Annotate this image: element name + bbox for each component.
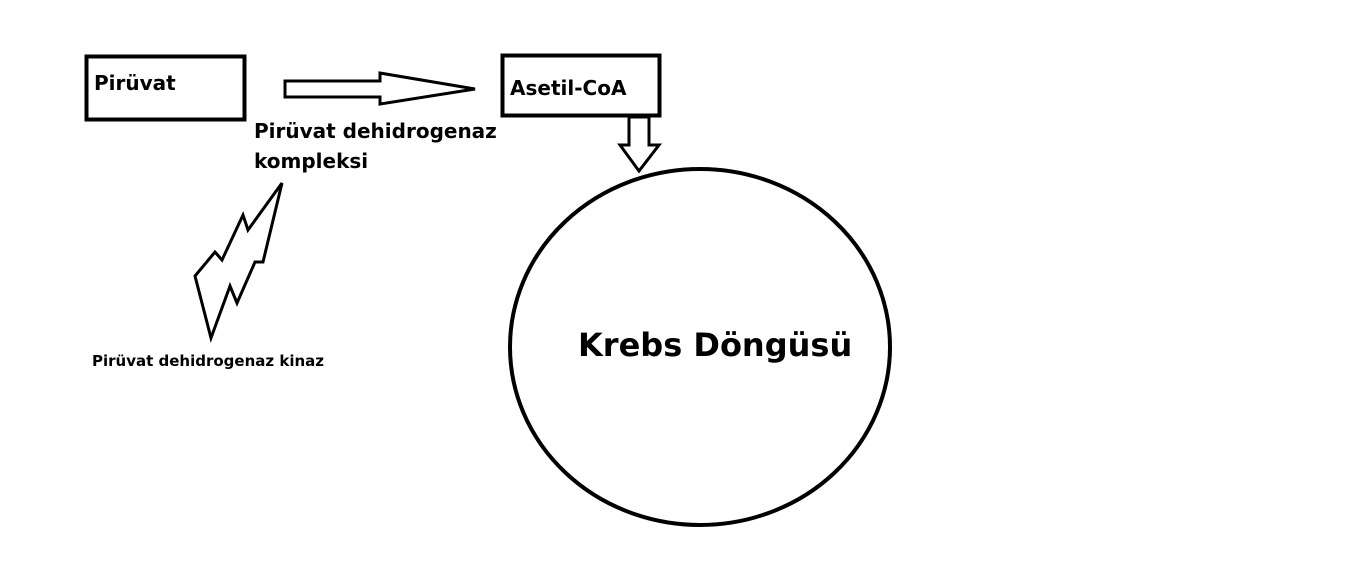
pyruvate-label: Pirüvat <box>94 71 176 95</box>
krebs-cycle-circle <box>508 167 892 527</box>
krebs-cycle-label: Krebs Döngüsü <box>578 326 853 364</box>
acetyl-coa-label: Asetil-CoA <box>510 76 627 100</box>
conversion-arrow <box>283 71 476 106</box>
pdh-complex-label-line2: kompleksi <box>254 149 369 173</box>
pdh-complex-label: Pirüvat dehidrogenaz kompleksi <box>254 116 497 176</box>
pdh-kinase-label: Pirüvat dehidrogenaz kinaz <box>92 352 324 370</box>
pyruvate-box <box>84 54 247 122</box>
entry-arrow <box>617 115 663 174</box>
acetyl-coa-box <box>500 53 662 118</box>
pdh-complex-label-line1: Pirüvat dehidrogenaz <box>254 119 497 143</box>
lightning-inhibition-icon <box>193 182 284 344</box>
